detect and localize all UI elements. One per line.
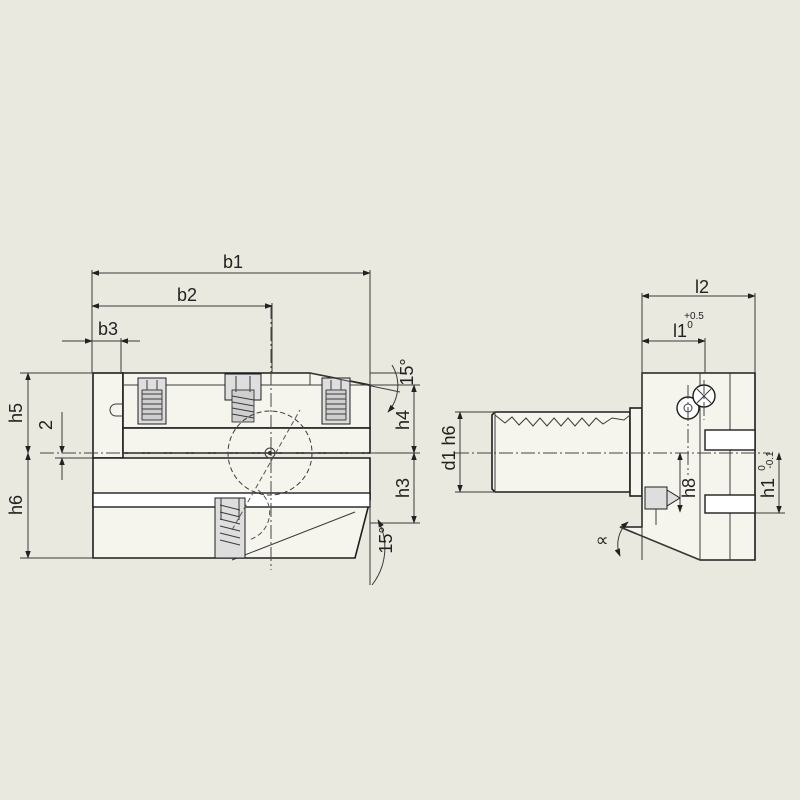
dim-h1: h1 0 -0.1 xyxy=(755,451,785,514)
dim-2: 2 xyxy=(36,412,93,480)
clamp-screw-middle xyxy=(224,373,262,423)
dim-h5: h5 xyxy=(6,372,93,454)
dim-2-label: 2 xyxy=(36,420,56,430)
dim-b3-label: b3 xyxy=(98,319,118,339)
clamp-screw-left xyxy=(137,377,167,425)
dim-l1-tol-lower: 0 xyxy=(687,320,693,331)
dim-h8: h8 xyxy=(677,452,699,513)
dim-d1h6-label: d1 h6 xyxy=(439,425,459,470)
dim-l2: l2 xyxy=(641,277,756,373)
dim-h1-tol-lower: -0.1 xyxy=(765,451,776,469)
dim-alpha-label: ∝ xyxy=(596,530,609,550)
dim-h6-front-label: h6 xyxy=(6,495,26,515)
dim-angle-bottom: 15° xyxy=(369,500,396,586)
tool-block xyxy=(619,372,756,561)
side-adjust-screw xyxy=(644,486,681,525)
dim-l1-tol-upper: +0.5 xyxy=(684,311,704,322)
dim-h3: h3 xyxy=(370,452,420,524)
dim-angle-top: 15° xyxy=(309,358,417,413)
dim-h6-front: h6 xyxy=(6,452,93,559)
dim-h1-tol-upper: 0 xyxy=(757,465,768,471)
dim-h4: h4 xyxy=(370,384,420,454)
dim-b3: b3 xyxy=(62,319,140,373)
dim-b1: b1 xyxy=(91,252,371,385)
dim-h4-label: h4 xyxy=(393,410,413,430)
dim-b2-label: b2 xyxy=(177,285,197,305)
dim-alpha: ∝ xyxy=(596,521,629,557)
clamp-screw-right xyxy=(321,377,351,425)
dim-l1-label: l1 xyxy=(673,321,687,341)
dim-h1-label: h1 xyxy=(758,478,778,498)
dim-d1h6: d1 h6 xyxy=(439,411,495,493)
front-view: b1 b2 b3 h5 2 xyxy=(6,252,420,586)
dim-b2: b2 xyxy=(91,285,273,373)
dim-angle-top-label: 15° xyxy=(397,358,417,385)
dim-l2-label: l2 xyxy=(695,277,709,297)
shank xyxy=(491,407,643,497)
dim-h3-label: h3 xyxy=(393,478,413,498)
dim-b1-label: b1 xyxy=(223,252,243,272)
adjusting-screw-bottom xyxy=(214,497,246,559)
side-view: l2 l1 +0.5 0 d1 h6 h8 h1 0 -0.1 xyxy=(439,277,785,561)
dim-h5-label: h5 xyxy=(6,403,26,423)
dim-angle-bottom-label: 15° xyxy=(376,526,396,553)
dim-h8-label: h8 xyxy=(679,478,699,498)
locating-pin xyxy=(109,403,123,417)
dim-l1: l1 +0.5 0 xyxy=(641,311,706,373)
